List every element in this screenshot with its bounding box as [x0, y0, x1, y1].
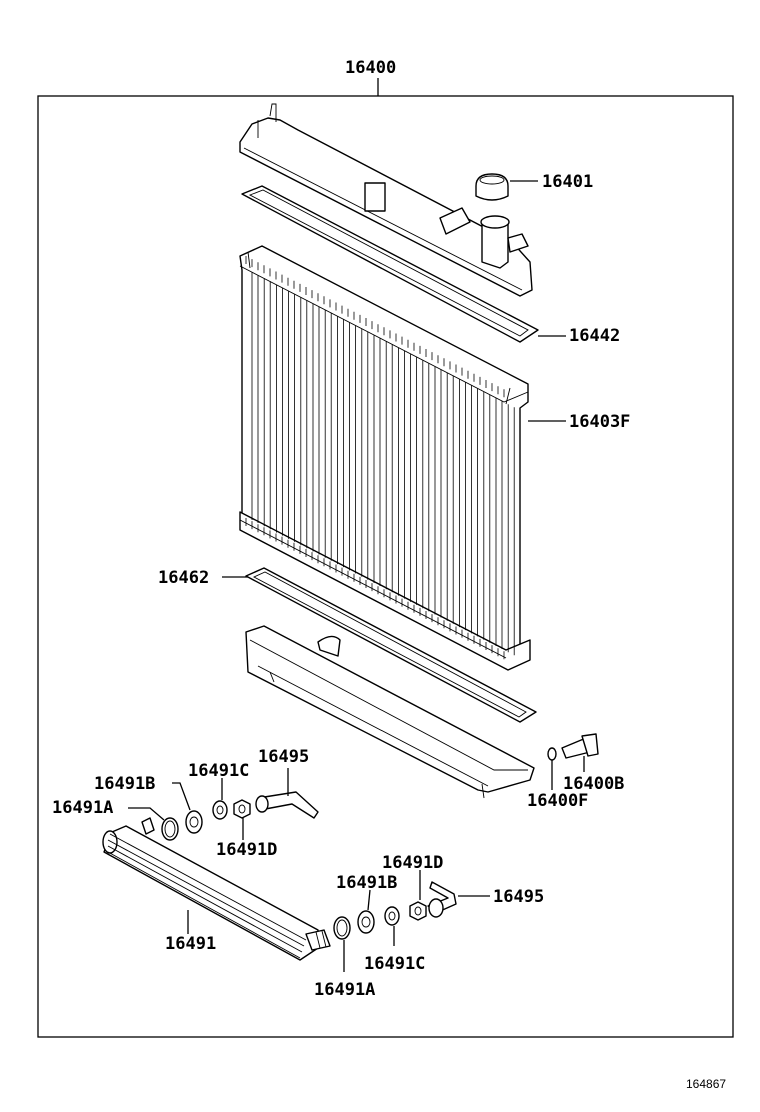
upper-tank [239, 103, 533, 297]
label-drain-cock-plug: 16400B [563, 774, 624, 794]
label-hose-right: 16495 [493, 887, 544, 907]
oil-cooler [102, 817, 331, 961]
drain-cock-gasket [547, 747, 557, 761]
label-nut-d-left: 16491D [216, 840, 277, 860]
washer-b-right [357, 910, 375, 934]
nut-d-left [233, 799, 251, 819]
assembly-frame [37, 95, 734, 1038]
label-o-ring-a-right: 16491A [314, 980, 375, 1000]
hose-right [427, 881, 457, 918]
label-washer-b-right: 16491B [336, 873, 397, 893]
washer-b-left [185, 810, 203, 834]
label-o-ring-a-left: 16491A [52, 798, 113, 818]
label-radiator-core: 16403F [569, 412, 630, 432]
label-hose-left: 16495 [258, 747, 309, 767]
nut-d-right [409, 901, 427, 921]
washer-c-left [212, 800, 228, 820]
drain-cock [561, 733, 599, 759]
label-drain-cock-gasket: 16400F [527, 791, 588, 811]
label-washer-c-left: 16491C [188, 761, 249, 781]
o-ring-a-right [333, 916, 351, 940]
label-washer-b-left: 16491B [94, 774, 155, 794]
o-ring-a-left [161, 817, 179, 841]
lower-tank-gasket [245, 567, 537, 723]
label-radiator-cap: 16401 [542, 172, 593, 192]
radiator-cap [475, 173, 509, 201]
washer-c-right [384, 906, 400, 926]
upper-tank-gasket [241, 185, 539, 343]
label-lower-tank-gasket: 16462 [158, 568, 209, 588]
lower-tank [245, 625, 535, 799]
label-oil-cooler: 16491 [165, 934, 216, 954]
label-upper-tank-gasket: 16442 [569, 326, 620, 346]
radiator-core [239, 245, 531, 671]
assembly-number-label: 16400 [345, 58, 396, 78]
label-nut-d-right: 16491D [382, 853, 443, 873]
label-washer-c-right: 16491C [364, 954, 425, 974]
hose-left [255, 791, 319, 819]
reference-code: 164867 [686, 1077, 726, 1091]
